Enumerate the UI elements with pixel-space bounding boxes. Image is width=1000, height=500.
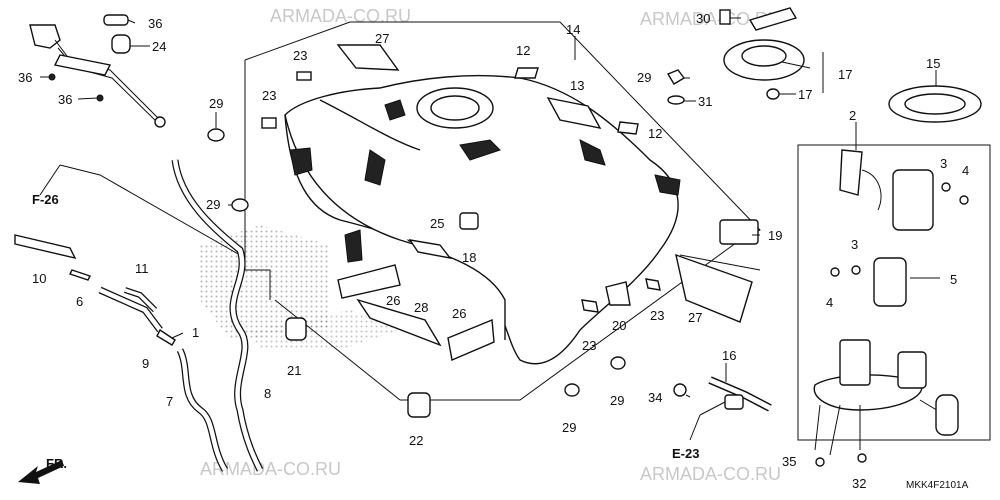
part-label-4a: 4 [962,163,969,178]
part-label-29b: 29 [206,197,220,212]
part-label-28: 28 [414,300,428,315]
part-label-4b: 4 [826,295,833,310]
front-marker: FR. [46,456,67,471]
fuel-tank [284,74,681,365]
part-label-16: 8 [264,386,271,401]
drawing-code: MKK4F2101A [906,480,969,491]
part-label-8: 10 [32,271,46,286]
part-label-29a: 29 [209,96,223,111]
part-label-26b: 26 [452,306,466,321]
part-label-34: 34 [648,390,662,405]
part-label-12a: 12 [516,43,530,58]
part-label-35: 36 [148,16,162,31]
fuel-pump-assembly [813,149,969,467]
part-label-23c: 23 [650,308,664,323]
part-label-12b: 12 [648,126,662,141]
part-label-31: 30 [696,11,710,26]
leader-lines [40,17,940,456]
watermark-1: ARMADA-CO.RU [270,6,411,26]
part-label-36c: 35 [782,454,796,469]
upper-left-parts [29,14,166,128]
part-label-2: 2 [849,108,856,123]
part-label-23d: 23 [582,338,596,353]
part-label-19: 19 [768,228,782,243]
part-label-3b: 3 [851,237,858,252]
part-label-6: 6 [76,294,83,309]
part-label-23b: 23 [262,88,276,103]
section-references: F-26 E-23 [32,192,699,461]
part-label-11: 14 [566,22,580,37]
part-label-32: 31 [698,94,712,109]
part-label-13: 13 [570,78,584,93]
part-label-27a: 27 [375,31,389,46]
part-label-3a: 3 [940,156,947,171]
part-label-24: 24 [152,39,166,54]
part-label-5: 5 [950,272,957,287]
part-label-14: 16 [722,348,736,363]
fuel-line [673,376,772,412]
part-label-7: 7 [166,394,173,409]
part-label-29c: 29 [610,393,624,408]
part-label-17b: 22 [409,433,423,448]
part-label-25: 25 [430,216,444,231]
part-label-18: 18 [462,250,476,265]
part-label-10: 11 [135,261,149,276]
part-label-17a: 21 [287,363,301,378]
part-label-36b: 36 [58,92,72,107]
hoses [14,159,264,472]
watermark-5: ARMADA-CO.RU [640,464,781,484]
part-label-9: 9 [142,356,149,371]
part-label-30: 29 [637,70,651,85]
watermark-4: ARMADA-CO.RU [200,459,341,479]
reference-f26[interactable]: F-26 [32,192,59,207]
pads [261,44,759,361]
shading-area-lower [250,310,400,350]
part-label-23a: 23 [293,48,307,63]
part-label-33: 32 [852,476,866,491]
part-label-29d: 29 [562,420,576,435]
fuel-cap [666,7,805,105]
gasket [888,85,982,123]
reference-e23[interactable]: E-23 [672,446,699,461]
part-label-22: 17 [798,87,812,102]
part-label-26a: 26 [386,293,400,308]
part-label-27b: 27 [688,310,702,325]
part-label-21: 17 [838,67,852,82]
part-label-20: 20 [612,318,626,333]
front-direction-arrow: FR. [18,456,67,484]
front-arrow-icon [18,460,64,484]
part-labels: 36 24 36 36 29 29 23 23 27 14 12 13 12 3… [18,11,969,491]
part-label-1: 1 [192,325,199,340]
part-label-15: 15 [926,56,940,71]
watermark-2: ARMADA-CO.RU [640,9,781,29]
part-label-36a: 36 [18,70,32,85]
